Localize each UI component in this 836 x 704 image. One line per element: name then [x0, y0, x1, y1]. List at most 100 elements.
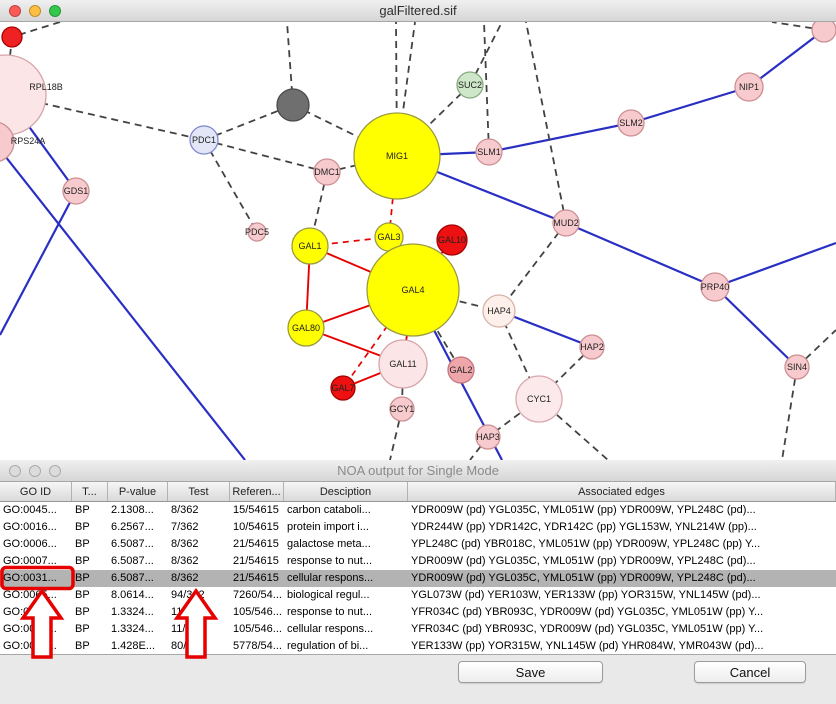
node-PDC5[interactable]: PDC5: [245, 222, 269, 242]
edge-PRP40-SIN4[interactable]: [714, 286, 798, 368]
edge-RPS24A-offscreen[interactable]: [0, 142, 246, 460]
node-circle[interactable]: [0, 54, 47, 136]
edge-SIN4-offscreen[interactable]: [796, 329, 836, 368]
network-window-titlebar[interactable]: galFiltered.sif: [0, 0, 836, 22]
node-circle[interactable]: [447, 356, 475, 384]
node-NIP1[interactable]: NIP1: [734, 72, 764, 102]
node-circle[interactable]: [475, 424, 501, 450]
edge-MIG1-offscreen[interactable]: [395, 22, 398, 157]
node-GAL2[interactable]: GAL2: [447, 356, 475, 384]
edge-PRP40-offscreen[interactable]: [714, 241, 836, 289]
node-circle[interactable]: [700, 272, 730, 302]
edge-SLM1-offscreen[interactable]: [483, 22, 490, 153]
edge-NIP1-node-tr[interactable]: [748, 29, 825, 88]
edge-PDC1-DMC1[interactable]: [203, 139, 328, 173]
node-circle[interactable]: [62, 177, 90, 205]
node-circle[interactable]: [734, 72, 764, 102]
node-circle[interactable]: [811, 22, 836, 43]
node-circle[interactable]: [456, 71, 484, 99]
node-HAP4[interactable]: HAP4: [482, 294, 516, 328]
node-GAL80[interactable]: GAL80: [287, 309, 325, 347]
node-circle[interactable]: [436, 224, 468, 256]
node-HAP3[interactable]: HAP3: [475, 424, 501, 450]
column-header-associated-edges[interactable]: Associated edges: [408, 482, 836, 501]
save-button[interactable]: Save: [458, 661, 603, 683]
edge-MUD2-PRP40[interactable]: [565, 221, 716, 289]
edge-SIN4-offscreen[interactable]: [781, 366, 798, 460]
node-GAL10[interactable]: GAL10: [436, 224, 468, 256]
node-SLM2[interactable]: SLM2: [617, 109, 645, 137]
column-header-description[interactable]: Desciption: [284, 482, 408, 501]
column-header-p-value[interactable]: P-value: [108, 482, 168, 501]
network-canvas[interactable]: RPL18BRPS24AGDS1PDC1DMC1MIG1SUC2SLM1SLM2…: [0, 22, 836, 460]
edge-SLM2-NIP1[interactable]: [630, 85, 750, 125]
column-header-test[interactable]: Test: [168, 482, 230, 501]
node-SUC2[interactable]: SUC2: [456, 71, 484, 99]
edge-PDC1-node-gray[interactable]: [203, 104, 294, 141]
node-GAL4[interactable]: GAL4: [366, 243, 460, 337]
zoom-button[interactable]: [49, 465, 61, 477]
close-button[interactable]: [9, 465, 21, 477]
edge-MUD2-HAP4[interactable]: [498, 222, 567, 312]
node-circle[interactable]: [552, 209, 580, 237]
node-circle[interactable]: [378, 339, 428, 389]
node-circle[interactable]: [482, 294, 516, 328]
node-GAL1[interactable]: GAL1: [291, 227, 329, 265]
column-header-type[interactable]: T...: [72, 482, 108, 501]
node-circle[interactable]: [1, 26, 23, 48]
node-DMC1[interactable]: DMC1: [313, 158, 341, 186]
node-circle[interactable]: [579, 334, 605, 360]
node-PDC1[interactable]: PDC1: [189, 125, 219, 155]
node-circle[interactable]: [617, 109, 645, 137]
node-circle[interactable]: [247, 222, 267, 242]
node-GDS1[interactable]: GDS1: [62, 177, 90, 205]
node-circle[interactable]: [389, 396, 415, 422]
node-RPL18B[interactable]: RPL18B: [0, 54, 63, 136]
node-MIG1[interactable]: MIG1: [353, 112, 441, 200]
node-CYC1[interactable]: CYC1: [515, 375, 563, 423]
node-circle[interactable]: [0, 122, 15, 162]
node-SLM1[interactable]: SLM1: [475, 138, 503, 166]
node-node-tl[interactable]: [1, 26, 23, 48]
node-circle[interactable]: [353, 112, 441, 200]
edge-SLM1-SLM2[interactable]: [488, 121, 632, 154]
edge-node-tr-offscreen[interactable]: [771, 22, 825, 31]
node-GAL7[interactable]: GAL7: [330, 375, 356, 401]
edge-PDC1-PDC5[interactable]: [203, 139, 258, 233]
minimize-button[interactable]: [29, 5, 41, 17]
node-node-gray[interactable]: [276, 88, 310, 122]
node-GAL11[interactable]: GAL11: [378, 339, 428, 389]
node-SIN4[interactable]: SIN4: [784, 354, 810, 380]
node-circle[interactable]: [313, 158, 341, 186]
edge-GAL4-GAL7[interactable]: [342, 289, 414, 389]
node-circle[interactable]: [291, 227, 329, 265]
cancel-button[interactable]: Cancel: [694, 661, 806, 683]
node-circle[interactable]: [475, 138, 503, 166]
node-circle[interactable]: [189, 125, 219, 155]
minimize-button[interactable]: [29, 465, 41, 477]
node-circle[interactable]: [330, 375, 356, 401]
node-node-tr[interactable]: [811, 22, 836, 43]
node-circle[interactable]: [784, 354, 810, 380]
edge-GDS1-offscreen[interactable]: [0, 190, 77, 336]
node-PRP40[interactable]: PRP40: [700, 272, 730, 302]
node-GCY1[interactable]: GCY1: [389, 396, 415, 422]
node-circle[interactable]: [287, 309, 325, 347]
column-header-reference[interactable]: Referen...: [230, 482, 284, 501]
node-HAP2[interactable]: HAP2: [579, 334, 605, 360]
edge-MIG1-offscreen[interactable]: [396, 22, 416, 157]
edge-RPL18B-PDC1[interactable]: [5, 94, 205, 141]
noa-window-titlebar[interactable]: NOA output for Single Mode: [0, 460, 836, 482]
close-button[interactable]: [9, 5, 21, 17]
node-circle[interactable]: [366, 243, 460, 337]
